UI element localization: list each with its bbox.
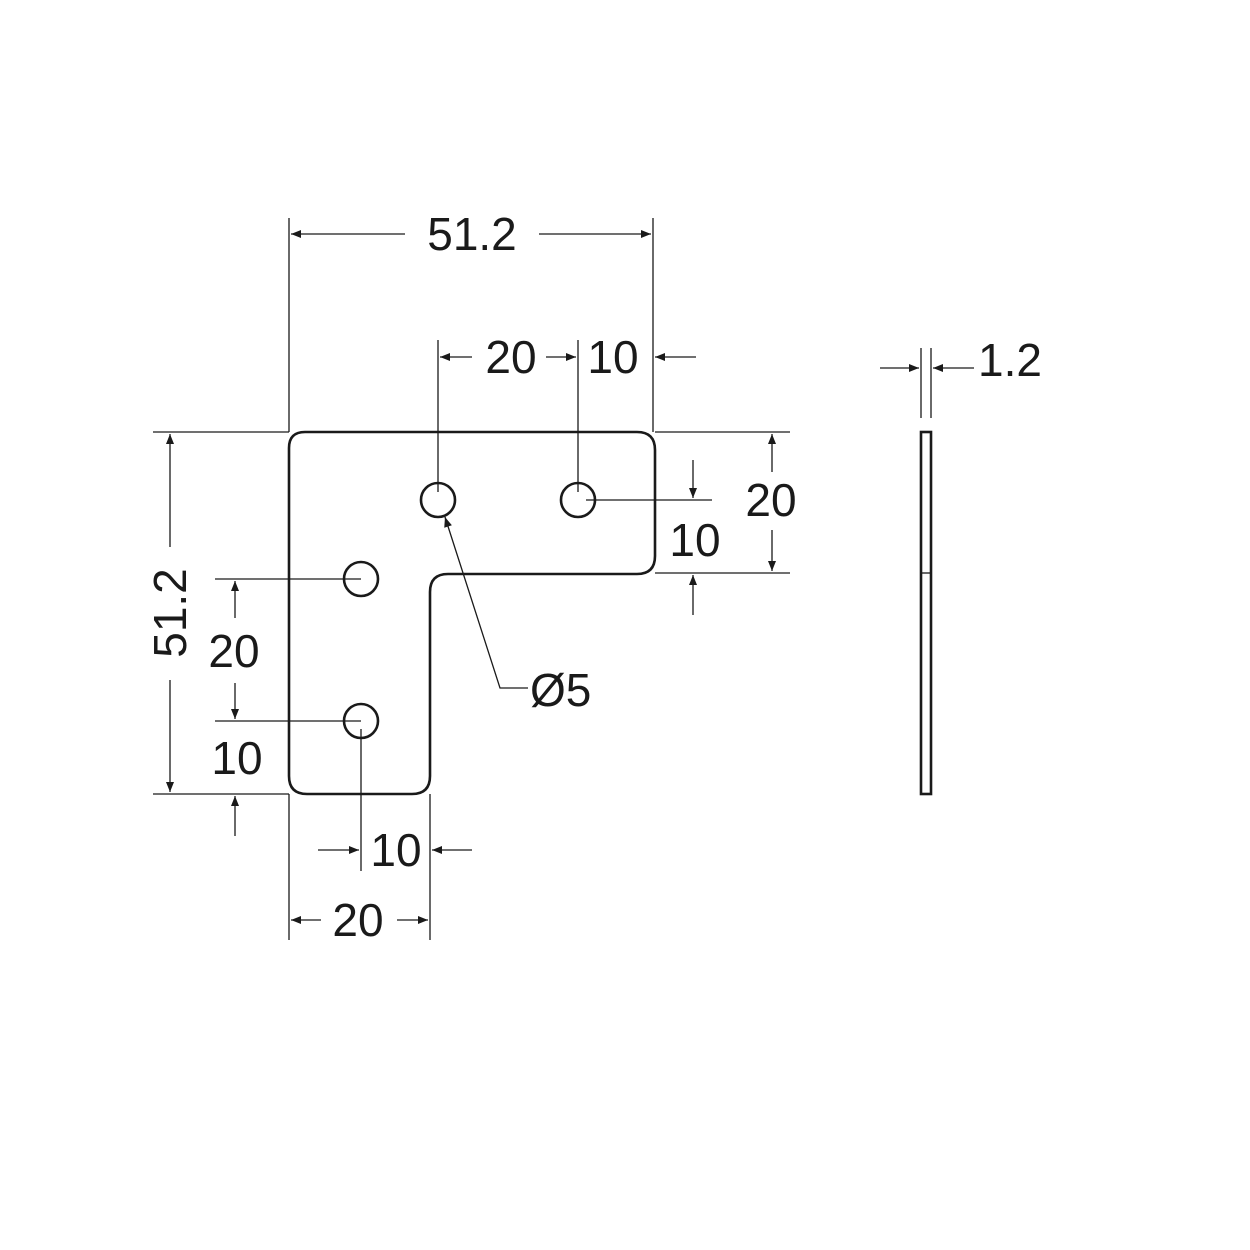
dim-thickness-label: 1.2 [978, 334, 1042, 386]
dim-thickness: 1.2 [880, 334, 1042, 418]
dim-arm-hole-offset-right: 10 [669, 460, 721, 615]
dim-arm-width-bottom: 20 [291, 894, 428, 946]
dim-arm-hole-offset-bottom-label: 10 [370, 824, 421, 876]
dim-left-hole-edge-offset: 10 [211, 732, 263, 836]
dim-left-overall-height-label: 51.2 [144, 568, 196, 658]
dim-arm-hole-offset-right-label: 10 [669, 514, 720, 566]
dim-arm-hole-offset-bottom: 10 [318, 824, 472, 876]
dim-hole-diameter-label: Ø5 [530, 664, 591, 716]
dim-top-hole-spacing-label: 20 [485, 331, 536, 383]
dim-top-hole-edge-offset-label: 10 [587, 331, 638, 383]
dim-left-overall-height: 51.2 [144, 434, 196, 792]
dim-left-hole-spacing-label: 20 [208, 625, 259, 677]
dim-arm-width-right-label: 20 [745, 474, 796, 526]
dim-hole-diameter: Ø5 [444, 516, 591, 716]
dim-left-hole-spacing: 20 [208, 581, 260, 719]
side-view-plate [919, 430, 933, 796]
l-bracket-outline [287, 430, 657, 796]
dim-arm-width-bottom-label: 20 [332, 894, 383, 946]
dim-left-hole-edge-offset-label: 10 [211, 732, 262, 784]
extension-lines [153, 218, 790, 940]
dim-top-overall-width-label: 51.2 [427, 208, 517, 260]
dim-top-hole-spacing: 20 [440, 331, 576, 383]
dim-arm-width-right: 20 [745, 434, 797, 571]
dim-top-overall-width: 51.2 [291, 208, 651, 260]
dim-top-hole-edge-offset: 10 [587, 331, 696, 383]
